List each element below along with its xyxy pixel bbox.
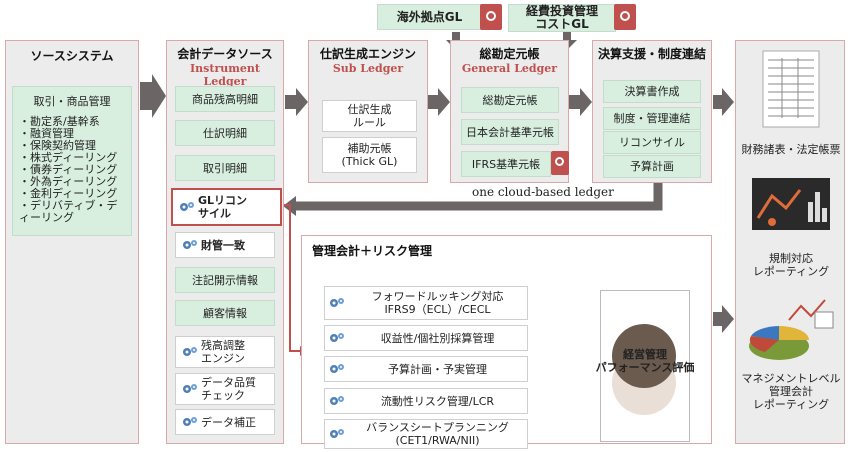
gear-icon bbox=[183, 417, 197, 426]
arrow-return-to-recon bbox=[296, 176, 663, 211]
source-item: ・金利ディーリング bbox=[19, 187, 118, 200]
regulatory-chart-icon bbox=[752, 178, 830, 230]
document-icon bbox=[614, 4, 636, 30]
arrow-closing-to-output bbox=[713, 88, 734, 116]
mgmt-item-label: 流動性リスク管理/LCR bbox=[380, 394, 495, 408]
general-subtitle: General Ledger bbox=[461, 62, 558, 75]
red-connector bbox=[283, 204, 301, 352]
arrow-source-to-instrument bbox=[140, 74, 166, 118]
source-item: ・勘定系/基幹系 bbox=[19, 115, 100, 128]
general-item: 総勘定元帳 bbox=[461, 87, 559, 113]
gear-icon bbox=[330, 333, 344, 342]
gl-recon-label: GLリコン サイル bbox=[198, 194, 248, 220]
ledger-caption: one cloud-based ledger bbox=[472, 185, 614, 199]
gear-icon bbox=[180, 202, 194, 211]
report-document-icon bbox=[762, 50, 820, 128]
subledger-thick-box: 補助元帳 (Thick GL) bbox=[322, 137, 417, 173]
source-heading: 取引・商品管理 bbox=[33, 95, 111, 108]
instrument-tool: データ品質 チェック bbox=[175, 373, 275, 405]
mgmt-item-label: 収益性/個社別採算管理 bbox=[380, 331, 495, 345]
mgmt-item-label: 予算計画・予実管理 bbox=[388, 362, 487, 376]
mgmt-item: 流動性リスク管理/LCR bbox=[324, 388, 528, 414]
overseas-gl-label: 海外拠点GL bbox=[396, 9, 463, 24]
gl-recon-box: GLリコン サイル bbox=[171, 188, 282, 226]
subledger-title: 仕訳生成エンジン bbox=[319, 47, 416, 61]
document-icon bbox=[551, 151, 569, 175]
overseas-gl-tag: 海外拠点GL bbox=[377, 4, 482, 30]
closing-item: 予算計画 bbox=[603, 155, 701, 178]
source-item: ・保険契約管理 bbox=[19, 139, 96, 152]
source-title: ソースシステム bbox=[30, 49, 114, 63]
mgmt-item-label: フォワードルッキング対応 IFRS9（ECL）/CECL bbox=[371, 290, 504, 316]
mgmt-item-label: バランスシートプランニング (CET1/RWA/NII) bbox=[366, 421, 509, 447]
subledger-subtitle: Sub Ledger bbox=[332, 62, 404, 75]
source-item: ・債券ディーリング bbox=[19, 163, 118, 176]
arrow-subledger-to-general bbox=[428, 88, 450, 116]
instrument-tool-label: データ補正 bbox=[201, 415, 256, 429]
source-item: ・外為ディーリング bbox=[19, 175, 118, 188]
instrument-tool: 残高調整 エンジン bbox=[175, 336, 275, 368]
instrument-subtitle: Instrument Ledger bbox=[190, 62, 260, 88]
instrument-tool-label: 財管一致 bbox=[201, 238, 245, 252]
instrument-tool-label: 残高調整 エンジン bbox=[201, 339, 245, 365]
mgmt-item: フォワードルッキング対応 IFRS9（ECL）/CECL bbox=[324, 286, 528, 320]
performance-label: 経営管理 パフォーマンス評価 bbox=[595, 348, 695, 374]
output-label-0: 財務諸表・法定帳票 bbox=[741, 143, 841, 156]
expense-gl-label: 経費投資管理 コストGL bbox=[525, 4, 598, 31]
closing-item: リコンサイル bbox=[603, 131, 701, 154]
gear-icon bbox=[183, 240, 197, 249]
instrument-tool-label: 顧客情報 bbox=[203, 306, 247, 320]
general-item: 日本会計基準元帳 bbox=[461, 119, 559, 145]
instrument-tool: 財管一致 bbox=[175, 232, 275, 258]
subledger-rule-box: 仕訳生成 ルール bbox=[322, 100, 417, 132]
document-icon bbox=[480, 4, 502, 30]
overlap-circles bbox=[612, 324, 676, 415]
gear-icon bbox=[183, 384, 197, 393]
source-box: 取引・商品管理 ・勘定系/基幹系・融資管理・保険契約管理・株式ディーリング・債券… bbox=[12, 86, 132, 236]
source-item: ・融資管理 bbox=[19, 127, 74, 140]
arrow-instrument-to-subledger bbox=[285, 88, 308, 116]
mgmt-item: 収益性/個社別採算管理 bbox=[324, 325, 528, 351]
gear-icon bbox=[330, 429, 344, 438]
gear-icon bbox=[330, 364, 344, 373]
closing-item: 決算書作成 bbox=[603, 80, 701, 103]
arrow-general-to-closing bbox=[569, 88, 592, 116]
source-item: ・デリバティブ・ディーリング bbox=[19, 199, 118, 224]
gear-icon bbox=[330, 298, 344, 307]
general-item: IFRS基準元帳 bbox=[461, 151, 551, 177]
output-label-1: 規制対応 レポーティング bbox=[752, 252, 830, 278]
instrument-tool: 顧客情報 bbox=[175, 300, 275, 326]
closing-title: 決算支援・制度連結 bbox=[597, 47, 706, 61]
instrument-tool: データ補正 bbox=[175, 409, 275, 435]
source-list: ・勘定系/基幹系・融資管理・保険契約管理・株式ディーリング・債券ディーリング・外… bbox=[17, 116, 127, 224]
pie-chart-icon bbox=[749, 299, 834, 360]
source-item: ・株式ディーリング bbox=[19, 151, 118, 164]
instrument-item: 商品残高明細 bbox=[175, 86, 275, 112]
arrow-mgmt-to-output bbox=[713, 305, 734, 333]
instrument-item: 仕訳明細 bbox=[175, 120, 275, 146]
instrument-tool-label: 注記開示情報 bbox=[192, 273, 258, 287]
mgmt-title: 管理会計＋リスク管理 bbox=[312, 244, 433, 258]
instrument-tool-label: データ品質 チェック bbox=[201, 376, 256, 402]
gear-icon bbox=[183, 347, 197, 356]
output-label-2: マネジメントレベル 管理会計 レポーティング bbox=[741, 372, 841, 411]
instrument-title: 会計データソース bbox=[177, 47, 273, 61]
general-title: 総勘定元帳 bbox=[479, 47, 540, 61]
instrument-item: 取引明細 bbox=[175, 155, 275, 181]
gear-icon bbox=[330, 396, 344, 405]
expense-gl-tag: 経費投資管理 コストGL bbox=[508, 4, 616, 32]
instrument-tool: 注記開示情報 bbox=[175, 267, 275, 293]
closing-item: 制度・管理連結 bbox=[603, 107, 701, 130]
mgmt-item: 予算計画・予実管理 bbox=[324, 356, 528, 382]
mgmt-item: バランスシートプランニング (CET1/RWA/NII) bbox=[324, 419, 528, 449]
